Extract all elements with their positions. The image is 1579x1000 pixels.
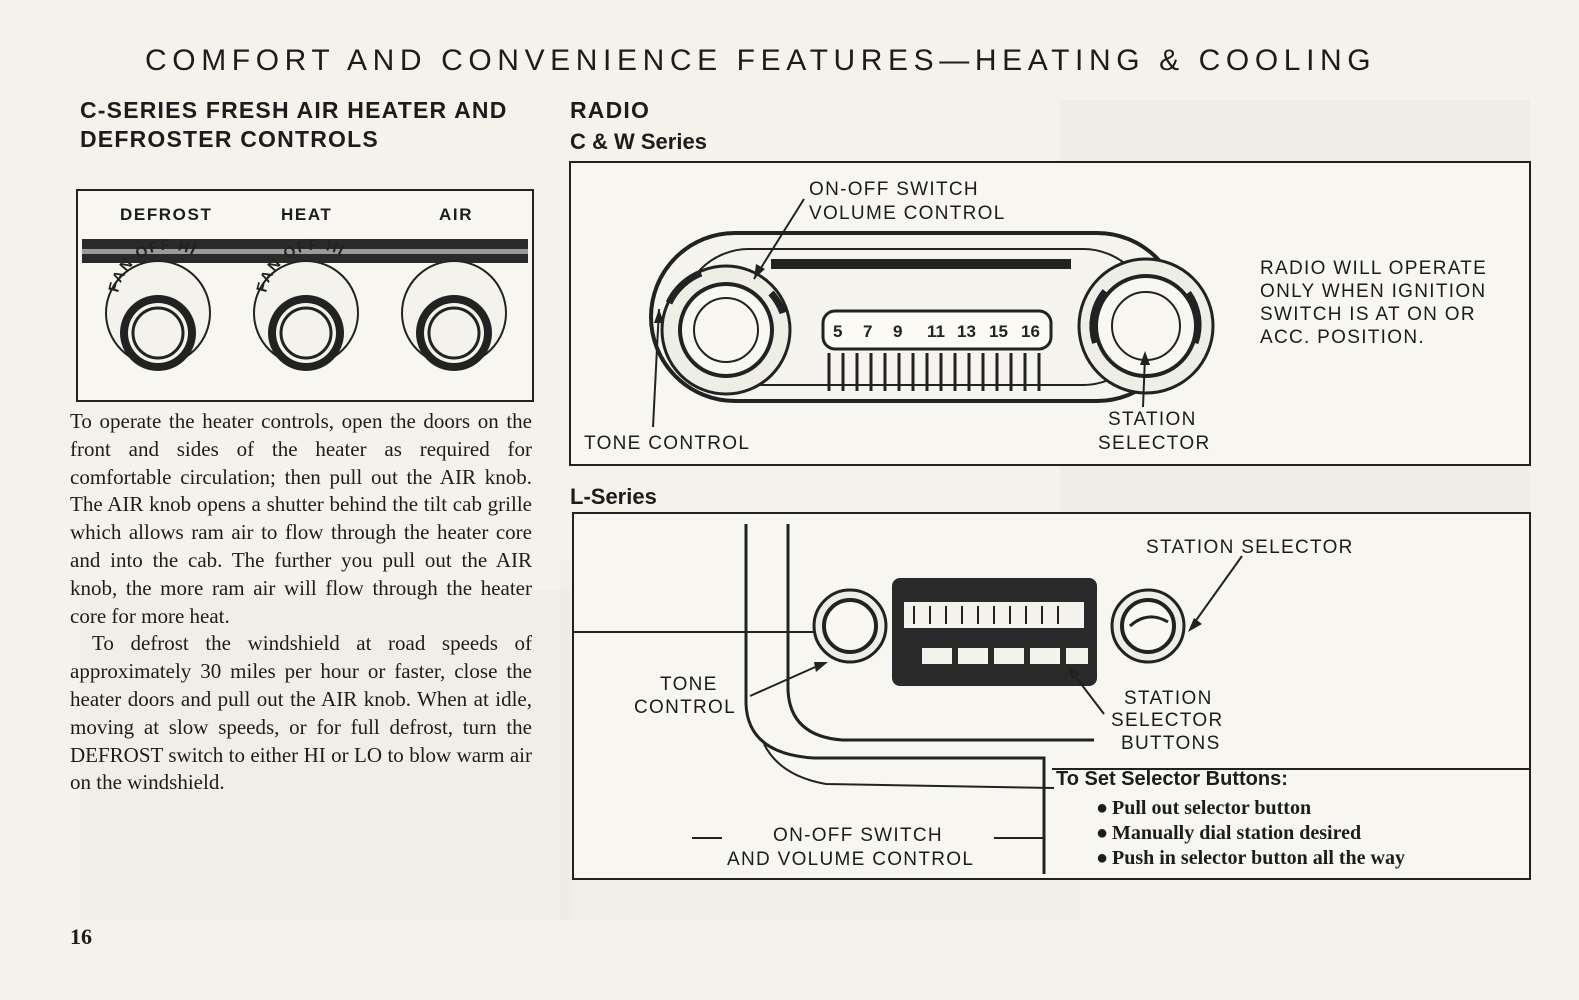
cw-selector-callout-line2: SELECTOR [1098, 433, 1211, 454]
radio-cw-drawing: 5 7 9 11 13 15 16 [649, 198, 1215, 428]
radio-l-series-heading: L-Series [570, 484, 657, 509]
heater-section-heading-line2: DEFROSTER CONTROLS [80, 126, 379, 152]
cw-tone-control-callout: TONE CONTROL [584, 433, 751, 454]
heater-paragraph-1: To operate the heater controls, open the… [70, 409, 532, 628]
list-item: ● Pull out selector button [1096, 797, 1312, 819]
dial-number-13: 13 [957, 322, 976, 341]
heat-label: HEAT [281, 205, 333, 224]
dial-number-9: 9 [893, 322, 902, 341]
radio-l-series-illustration: STATION SELECTOR TONE CONTROL STATION SE… [572, 512, 1531, 880]
list-item: ● Push in selector button all the way [1096, 847, 1405, 869]
dial-number-5: 5 [833, 322, 842, 341]
l-tone-callout-line1: TONE [660, 674, 718, 695]
l-buttons-callout-line2: SELECTOR [1111, 710, 1224, 731]
l-station-selector-callout: STATION SELECTOR [1146, 537, 1354, 558]
heater-paragraph-2: To defrost the windshield at road speeds… [70, 631, 532, 795]
radio-cw-illustration: 5 7 9 11 13 15 16 ON-OFF SWITCH VOLUME C… [569, 161, 1531, 466]
l-tone-callout-line2: CONTROL [634, 697, 736, 718]
radio-cw-subheading: C & W Series [570, 129, 707, 154]
cw-station-callout-line1: STATION [1108, 409, 1197, 430]
l-onoff-callout-line2: AND VOLUME CONTROL [727, 849, 975, 870]
radio-heading: RADIO [570, 97, 651, 123]
l-buttons-callout-line1: STATION [1124, 688, 1213, 709]
cw-volume-callout-line2: VOLUME CONTROL [809, 203, 1006, 224]
heater-knobs-drawing: FAN OFF HI LO FAN OFF HI LO [78, 191, 528, 371]
set-selector-buttons-instructions: To Set Selector Buttons: ● Pull out sele… [1056, 766, 1405, 871]
heater-section-heading-line1: C-SERIES FRESH AIR HEATER AND [80, 97, 508, 123]
l-onoff-callout-line1: ON-OFF SWITCH [773, 825, 943, 846]
step-2-text: Manually dial station desired [1112, 822, 1362, 844]
page-header: COMFORT AND CONVENIENCE FEATURES—HEATING… [145, 44, 1377, 77]
heater-control-panel-illustration: FAN OFF HI LO FAN OFF HI LO DEFROST HEAT… [76, 189, 534, 402]
heater-instructions: To operate the heater controls, open the… [70, 408, 532, 797]
air-label: AIR [439, 205, 474, 224]
step-3-text: Push in selector button all the way [1112, 847, 1405, 869]
set-selector-buttons-title: To Set Selector Buttons: [1056, 768, 1288, 790]
radio-l-series-drawing [574, 524, 1529, 874]
defrost-label: DEFROST [120, 205, 213, 224]
dial-number-15: 15 [989, 322, 1008, 341]
cw-ignition-note-line1: RADIO WILL OPERATE [1260, 258, 1488, 279]
set-selector-buttons-list: ● Pull out selector button ● Manually di… [1056, 796, 1405, 871]
step-1-text: Pull out selector button [1112, 797, 1312, 819]
list-item: ● Manually dial station desired [1096, 822, 1362, 844]
page-number: 16 [70, 924, 92, 949]
cw-ignition-note-line2: ONLY WHEN IGNITION [1260, 281, 1487, 302]
cw-ignition-note-line4: ACC. POSITION. [1260, 327, 1425, 348]
dial-number-16: 16 [1021, 322, 1040, 341]
l-buttons-callout-line3: BUTTONS [1121, 733, 1221, 754]
cw-ignition-note-line3: SWITCH IS AT ON OR [1260, 304, 1476, 325]
dial-number-7: 7 [863, 322, 872, 341]
dial-number-11: 11 [927, 322, 945, 341]
cw-onoff-callout-line1: ON-OFF SWITCH [809, 179, 979, 200]
